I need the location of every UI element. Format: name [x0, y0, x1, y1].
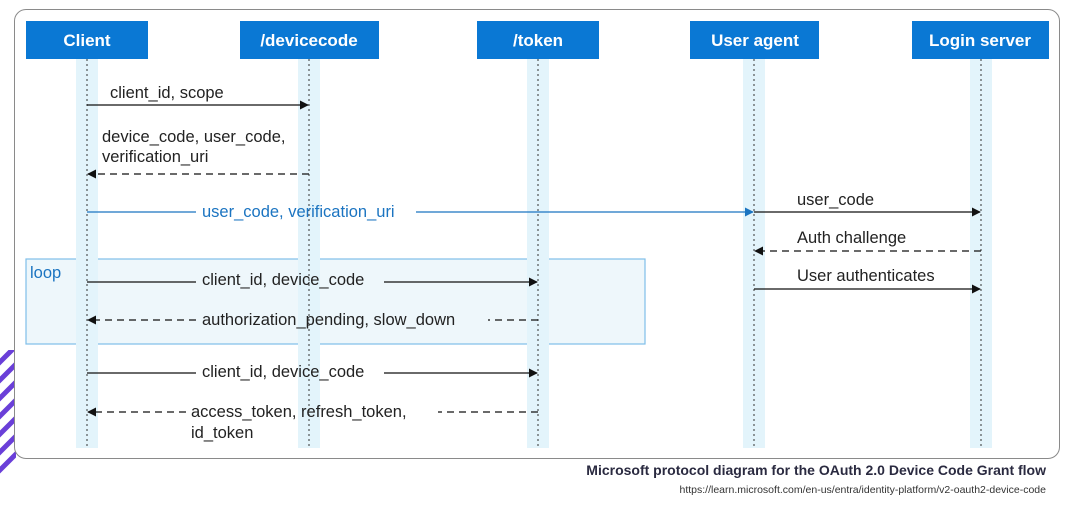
loop-label: loop [30, 264, 61, 282]
message-label: authorization_pending, slow_down [202, 311, 455, 329]
participant-header [477, 21, 599, 59]
caption-title: Microsoft protocol diagram for the OAuth… [586, 462, 1046, 478]
lifeline-band [527, 59, 549, 448]
message-auth-challenge: Auth challenge [754, 229, 981, 256]
message-authorization-pending: authorization_pending, slow_down [87, 311, 538, 329]
participant-client: Client [26, 21, 148, 59]
caption-url: https://learn.microsoft.com/en-us/entra/… [679, 484, 1046, 496]
message-label: User authenticates [797, 267, 935, 285]
message-label: client_id, device_code [202, 271, 364, 289]
participant-label: Login server [929, 31, 1031, 50]
message-client-id-device-code: client_id, device_code [87, 363, 538, 381]
message-label: client_id, device_code [202, 363, 364, 381]
message-device-code-response: device_code, user_code, verification_uri [87, 128, 309, 179]
lifeline-band [76, 59, 98, 448]
message-client-id-device-code-loop: client_id, device_code [87, 271, 538, 289]
participant-label: /devicecode [260, 31, 357, 50]
participant-header [912, 21, 1049, 59]
participant-header [690, 21, 819, 59]
lifeline-devicecode [298, 59, 320, 448]
message-label: client_id, scope [110, 84, 224, 102]
lifeline-band [298, 59, 320, 448]
lifeline-band [970, 59, 992, 448]
participant-label: /token [513, 31, 563, 50]
message-user-code-verification-uri: user_code, verification_uri [87, 203, 754, 221]
lifeline-client [76, 59, 98, 448]
message-label-line-2: verification_uri [102, 148, 208, 166]
participant-header [240, 21, 379, 59]
message-user-authenticates: User authenticates [754, 267, 981, 294]
participant-header [26, 21, 148, 59]
participant-label: Client [63, 31, 111, 50]
participant-devicecode: /devicecode [240, 21, 379, 59]
participant-login-server: Login server [912, 21, 1049, 59]
message-label-line-2: id_token [191, 424, 253, 442]
message-label: user_code, verification_uri [202, 203, 395, 221]
message-label: user_code [797, 191, 874, 209]
message-label: device_code, user_code, [102, 128, 285, 146]
participant-label: User agent [711, 31, 799, 50]
message-label: Auth challenge [797, 229, 906, 247]
sequence-diagram: loop Client /devicecode /token User agen… [25, 21, 1049, 448]
lifeline-user-agent [743, 59, 765, 448]
participant-user-agent: User agent [690, 21, 819, 59]
participant-token: /token [477, 21, 599, 59]
lifeline-token [527, 59, 549, 448]
message-client-id-scope: client_id, scope [87, 84, 309, 110]
message-user-code: user_code [754, 191, 981, 217]
message-label: access_token, refresh_token, [191, 403, 407, 421]
lifeline-login-server [970, 59, 992, 448]
message-access-token-response: access_token, refresh_token, id_token [87, 403, 538, 442]
lifeline-band [743, 59, 765, 448]
